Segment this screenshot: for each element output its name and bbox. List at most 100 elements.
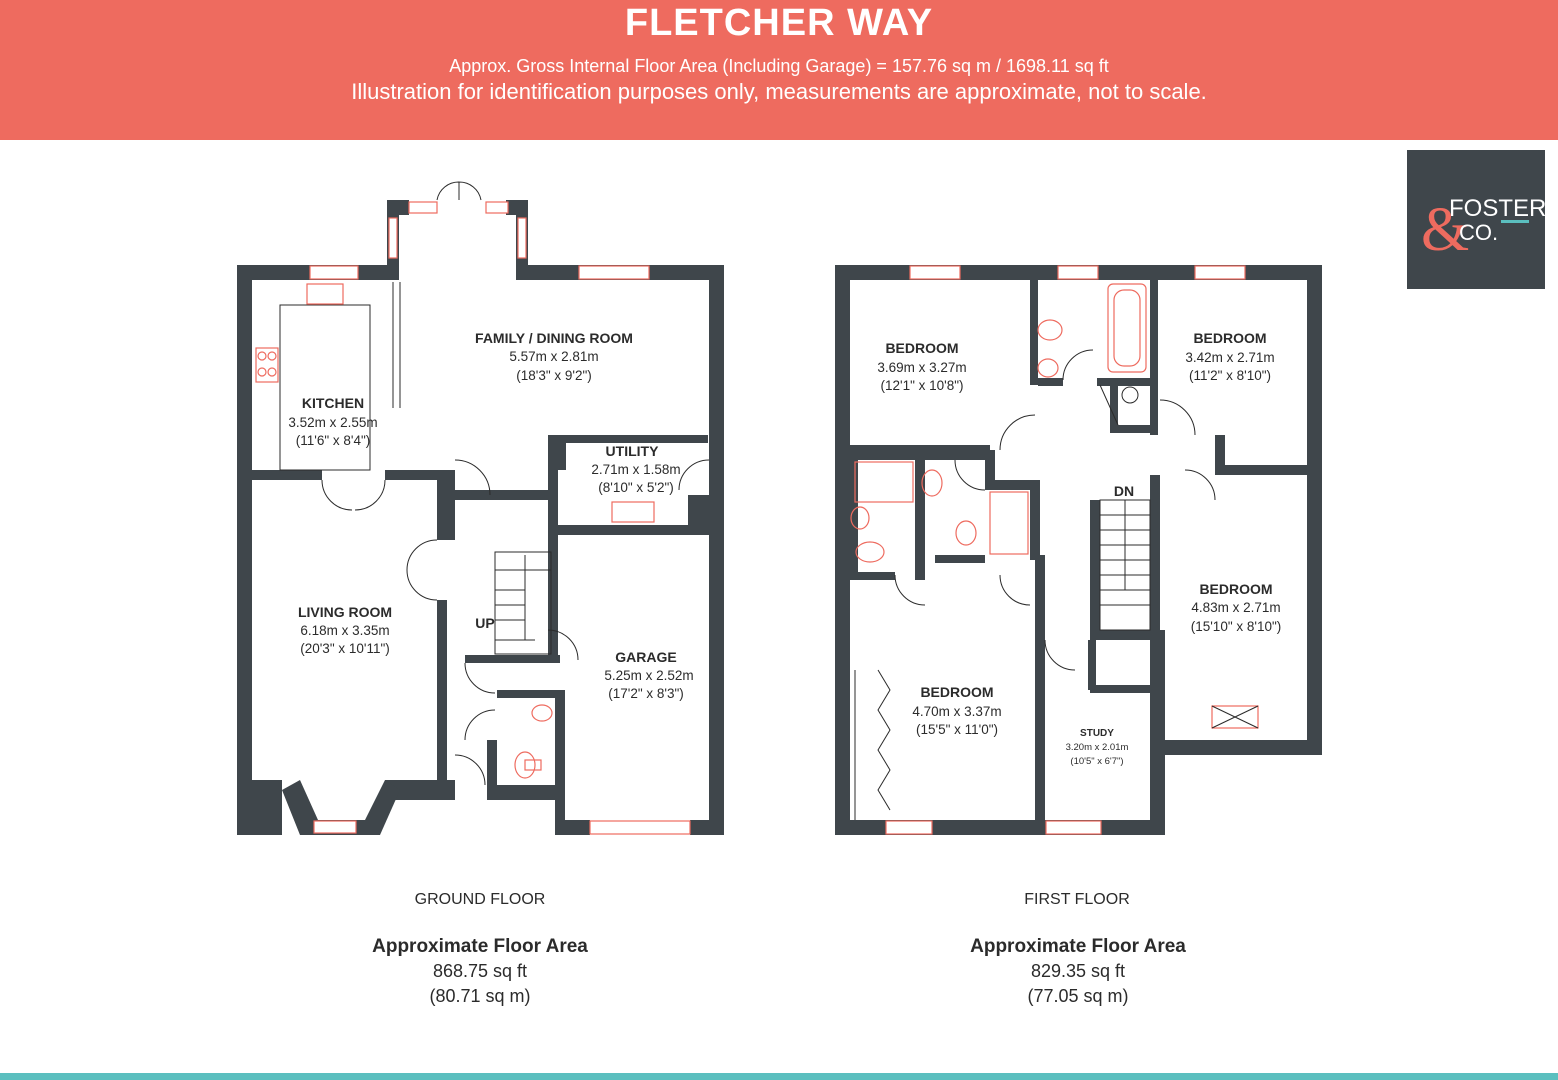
- study-metric: 3.20m x 2.01m: [1066, 742, 1129, 753]
- gf-utility-top-wall: [553, 435, 708, 443]
- logo-accent-bar: [1501, 220, 1529, 223]
- ff-bed4-right-wall: [1035, 555, 1045, 825]
- ff-bath-bottom-left: [1038, 378, 1063, 386]
- kitchen-name: KITCHEN: [302, 395, 364, 411]
- ff-left-wall: [835, 265, 850, 835]
- bed1-metric: 3.69m x 3.27m: [877, 360, 966, 375]
- living-room-imperial: (20'3" x 10'11"): [300, 641, 390, 656]
- family-room-name: FAMILY / DINING ROOM: [475, 330, 633, 346]
- gf-french-doors: [436, 181, 482, 201]
- gf-kitchen-island: [279, 304, 371, 471]
- ff-right-wall: [1307, 265, 1322, 755]
- ff-bottom-wall: [835, 820, 1165, 835]
- gf-kitchen-partition: [392, 282, 401, 408]
- ff-ensuite-left: [850, 455, 858, 580]
- gf-kitchen-living-wall-2: [385, 470, 455, 480]
- ff-ensuite-right: [915, 450, 925, 580]
- gf-utility-door: [678, 459, 710, 491]
- ff-study-right-wall: [1150, 630, 1165, 835]
- bed2-metric: 3.42m x 2.71m: [1185, 350, 1274, 365]
- ff-shower-top: [985, 480, 1040, 490]
- ff-cupboard-1-bottom: [1110, 425, 1150, 433]
- ff-bath-window: [1057, 265, 1099, 280]
- ff-bath-door: [1062, 349, 1094, 381]
- ground-floor-label: GROUND FLOOR: [414, 891, 546, 908]
- bed2-imperial: (11'2" x 8'10"): [1189, 368, 1271, 383]
- gf-stairs: [494, 551, 552, 655]
- ff-bed2-window: [1194, 265, 1246, 280]
- gf-bay-window-right: [485, 201, 509, 214]
- ff-ensuite-bath: [854, 461, 914, 503]
- gf-living-hall-door: [406, 539, 438, 601]
- gf-garage-left-lower: [555, 690, 565, 830]
- ff-bed2-bottom-wall: [1215, 465, 1307, 475]
- gf-kitchen-living-wall: [252, 470, 322, 480]
- first-floor-area-sqft: 829.35 sq ft: [1030, 961, 1126, 981]
- gf-garage-door: [589, 820, 691, 835]
- ff-bed3-door: [1184, 469, 1216, 501]
- study-imperial: (10'5" x 6'7"): [1070, 756, 1123, 767]
- gf-garage-door-internal: [547, 629, 579, 661]
- ground-floor-area-heading: Approximate Floor Area: [372, 936, 588, 957]
- family-room-metric: 5.57m x 2.81m: [509, 349, 598, 364]
- gf-bay-top-left: [387, 200, 409, 215]
- gf-up-label: UP: [475, 615, 494, 631]
- ff-bath-bottom-right: [1097, 378, 1157, 386]
- gf-living-door: [321, 479, 386, 511]
- ff-bath-left-wall: [1030, 280, 1038, 385]
- ff-study-door: [1044, 639, 1076, 671]
- ff-ensuite-bottom: [850, 572, 895, 580]
- first-floor-label: FIRST FLOOR: [1024, 891, 1130, 908]
- gf-garage-left-wall: [548, 435, 558, 655]
- bed4-metric: 4.70m x 3.37m: [912, 704, 1001, 719]
- logo-co-text: CO.: [1459, 220, 1498, 245]
- first-floor-area-heading: Approximate Floor Area: [970, 936, 1186, 957]
- ground-floor-area-sqm: (80.71 sq m): [429, 986, 531, 1006]
- bed4-imperial: (15'5" x 11'0"): [916, 722, 998, 737]
- ff-bath-basin: [1037, 358, 1059, 378]
- ff-skylight: [1211, 705, 1259, 729]
- gf-wc-left-wall: [487, 740, 497, 790]
- ff-cupboard-bottom: [1090, 685, 1150, 693]
- gf-utility-bottom-wall: [556, 525, 716, 535]
- gf-hob: [255, 347, 279, 383]
- gf-front-door-2: [454, 754, 486, 786]
- gf-right-upper-wall: [709, 265, 724, 495]
- foster-co-logo: & FOSTER CO.: [1407, 150, 1546, 289]
- ground-floor-area-sqft: 868.75 sq ft: [432, 961, 528, 981]
- gf-bay-side-left: [388, 217, 398, 259]
- gf-hall-top-wall: [453, 490, 558, 500]
- gf-family-window: [578, 265, 650, 280]
- garage-name: GARAGE: [615, 649, 676, 665]
- ff-ensuite-door: [954, 459, 986, 491]
- ff-cupboard-door: [1099, 384, 1119, 426]
- ff-shower-right: [1030, 480, 1040, 560]
- ff-dn-label: DN: [1114, 483, 1134, 499]
- gf-wc-toilet: [514, 751, 536, 779]
- bed1-imperial: (12'1" x 10'8"): [880, 378, 963, 393]
- gf-right-lower-wall: [709, 505, 724, 835]
- gf-garage-bottom-right: [690, 820, 724, 835]
- family-room-imperial: (18'3" x 9'2"): [516, 368, 592, 383]
- ff-cylinder: [1121, 386, 1139, 404]
- gf-wc-top-wall: [465, 655, 560, 663]
- ff-shower-toilet: [955, 520, 977, 546]
- gf-bay-window-left: [408, 201, 438, 214]
- ff-bed2-door: [1159, 399, 1196, 436]
- gf-bay-top-right: [506, 200, 528, 215]
- living-room-metric: 6.18m x 3.35m: [300, 623, 389, 638]
- gf-kitchen-sink: [306, 283, 344, 305]
- ff-skylight-cross: [1211, 705, 1259, 729]
- first-floor-plan: BEDROOM 3.69m x 3.27m (12'1" x 10'8") BE…: [835, 265, 1322, 835]
- bed3-name: BEDROOM: [1199, 581, 1272, 597]
- living-room-name: LIVING ROOM: [298, 604, 392, 620]
- gf-bottom-left-wall: [237, 780, 282, 835]
- bed1-name: BEDROOM: [885, 340, 958, 356]
- bed3-imperial: (15'10" x 8'10"): [1191, 619, 1282, 634]
- gf-stair-treads: [495, 555, 551, 641]
- ff-wardrobe-doors: [877, 669, 891, 811]
- ff-bed4-door: [999, 574, 1031, 606]
- gf-wc-basin: [531, 704, 553, 722]
- ff-ensuite-bed-door: [894, 574, 926, 606]
- gf-hob-ring-2: [267, 351, 277, 361]
